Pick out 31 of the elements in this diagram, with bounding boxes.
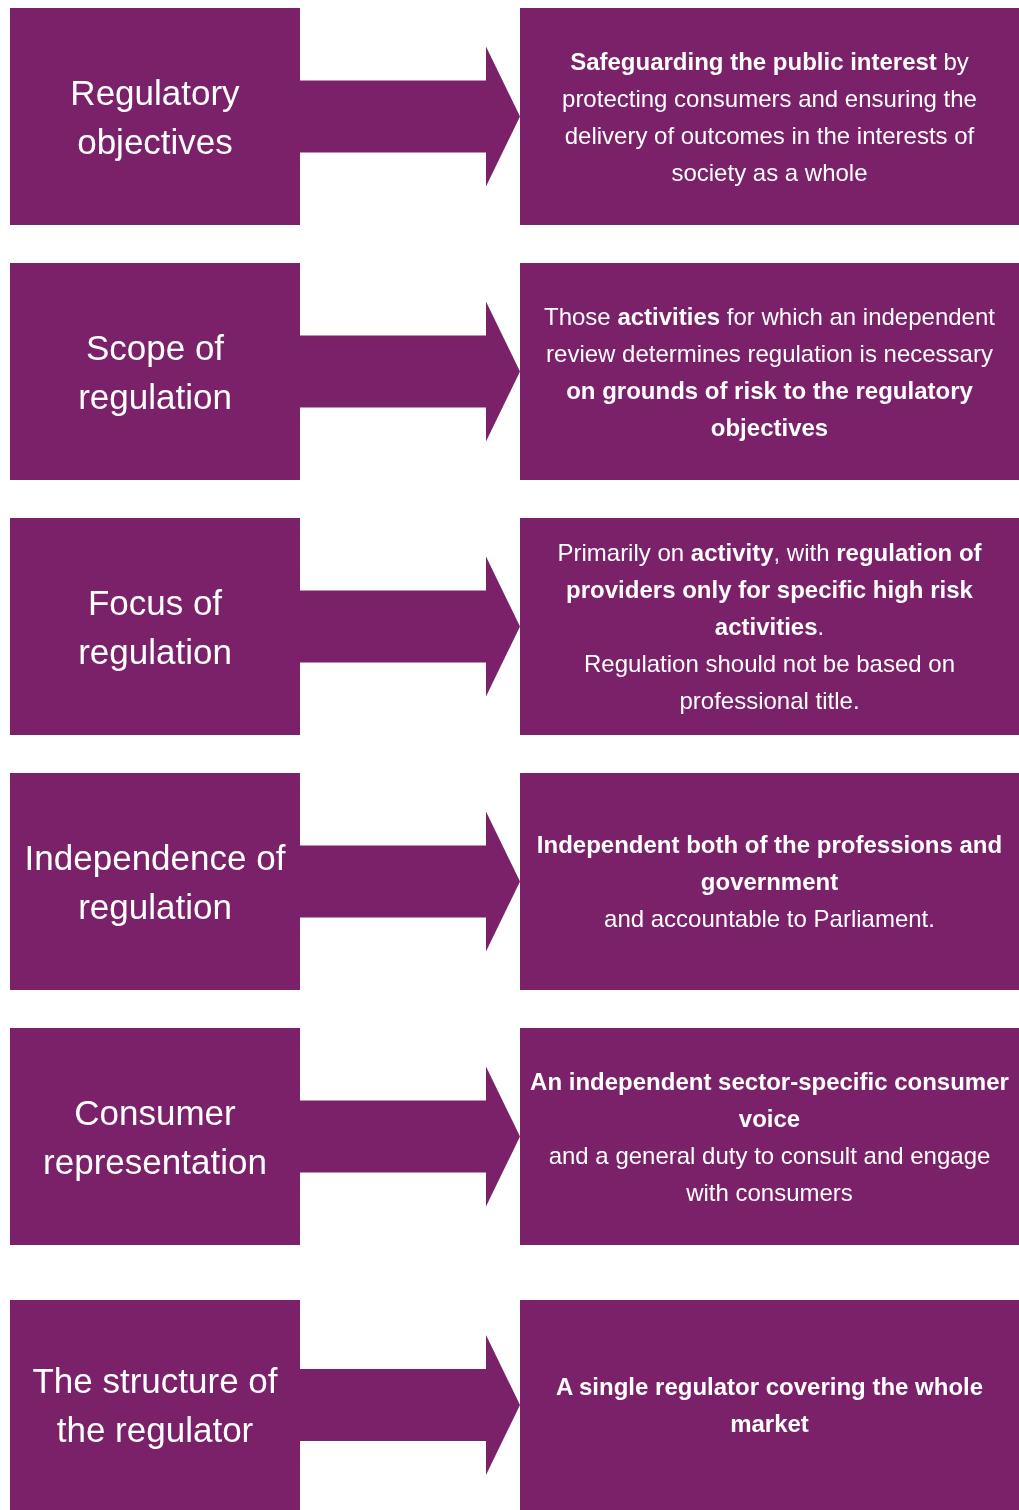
block-arrow	[300, 301, 520, 442]
block-arrow	[300, 811, 520, 952]
process-box	[10, 1028, 300, 1245]
process-box	[520, 773, 1019, 990]
block-arrow	[300, 1066, 520, 1207]
process-box	[10, 518, 300, 735]
process-box	[520, 1028, 1019, 1245]
box-text: Those activities for which an independent review determines regulation is necessary on grounds of risk to the regulatory objectives	[543, 301, 996, 443]
box-heading: Independence of regulation	[24, 836, 286, 928]
box-heading: Consumer representation	[42, 1091, 268, 1183]
process-box	[10, 8, 300, 225]
process-box	[520, 8, 1019, 225]
box-heading: Regulatory objectives	[69, 71, 241, 163]
block-arrow	[300, 46, 520, 187]
box-text: Regulation should not be based on professional title.	[583, 649, 956, 716]
box-heading: The structure of the regulator	[31, 1360, 279, 1451]
process-box	[10, 773, 300, 990]
block-arrow	[300, 556, 520, 697]
box-text: and a general duty to consult and engage with consumers	[547, 1140, 992, 1208]
process-box	[10, 1300, 300, 1510]
box-text: A single regulator covering the whole market	[554, 1372, 985, 1439]
box-heading: Focus of regulation	[77, 581, 233, 673]
process-box	[520, 1300, 1019, 1510]
box-heading: Scope of regulation	[77, 326, 233, 418]
box-text: Primarily on activity, with regulation of providers only for specific high risk activities.	[556, 538, 983, 642]
process-box	[10, 263, 300, 480]
process-box	[520, 263, 1019, 480]
process-box	[520, 518, 1019, 735]
box-text: Safeguarding the public interest by protecting consumers and ensuring the delivery of outcomes in the interests of society as a whole	[561, 46, 978, 188]
block-arrow	[300, 1335, 520, 1475]
box-text: and accountable to Parliament.	[604, 904, 935, 934]
